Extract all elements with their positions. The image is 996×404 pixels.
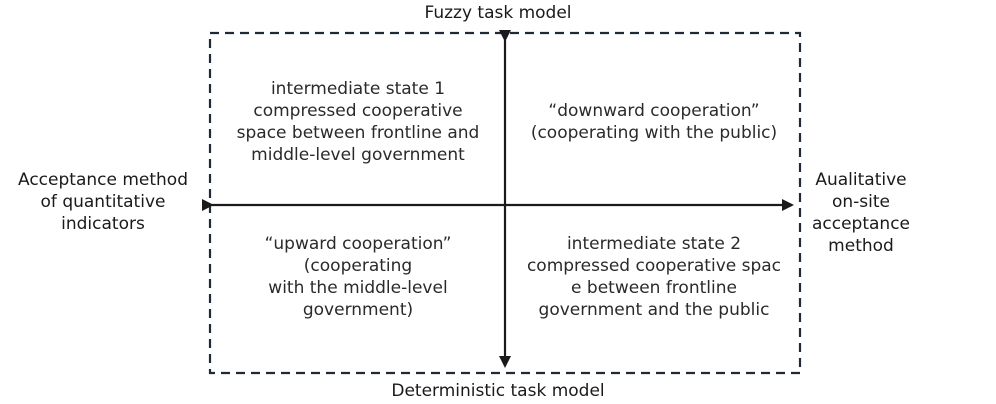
- quadrant-top-right-text: “downward cooperation” (cooperating with…: [530, 101, 778, 143]
- right-axis-label: Aualitative on-site acceptance method: [811, 170, 911, 256]
- top-axis-label: Fuzzy task model: [424, 3, 572, 23]
- bottom-axis-label: Deterministic task model: [391, 381, 605, 401]
- quadrant-top-left-text: intermediate state 1 compressed cooperat…: [236, 79, 480, 165]
- left-axis-label: Acceptance method of quantitative indica…: [18, 170, 188, 234]
- quadrant-bottom-right-text: intermediate state 2 compressed cooperat…: [526, 234, 782, 320]
- quadrant-bottom-left-text: “upward cooperation” (cooperating with t…: [264, 234, 452, 320]
